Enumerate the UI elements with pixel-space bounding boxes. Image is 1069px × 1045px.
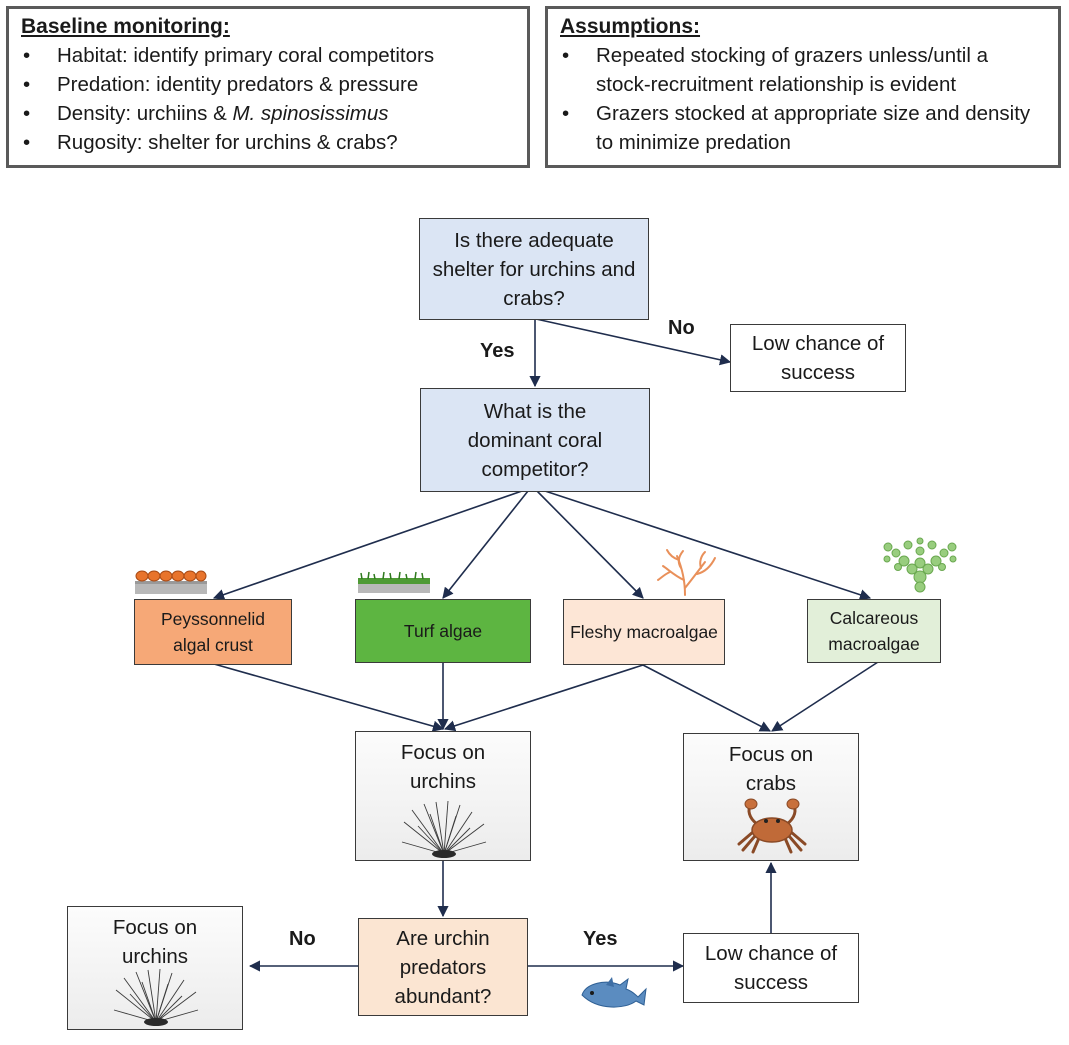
baseline-monitoring-title: Baseline monitoring: xyxy=(21,15,230,38)
focus-urchins-bottom-text: Focus on urchins xyxy=(112,916,198,968)
assumptions-title: Assumptions: xyxy=(560,15,701,38)
focus-urchins-node: Focus on urchins xyxy=(355,731,531,861)
peyssonnelid-node: Peyssonnelid algal crust xyxy=(134,599,292,665)
shelter-question-text: Is there adequate shelter for urchins an… xyxy=(432,228,636,310)
calcareous-macroalgae-text: Calcareous macroalgae xyxy=(828,608,920,654)
baseline-item-density-text: Density: urchiins & xyxy=(57,102,233,125)
fleshy-macroalgae-text: Fleshy macroalgae xyxy=(570,622,718,642)
assumption-item-grazer-size: Grazers stocked at appropriate size and … xyxy=(560,99,1048,157)
label-yes-shelter: Yes xyxy=(480,340,515,362)
low-chance-bottom-text: Low chance of success xyxy=(704,942,838,994)
arrow-to-fleshy xyxy=(536,490,644,599)
label-no-predators: No xyxy=(289,928,316,950)
turf-algae-text: Turf algae xyxy=(403,620,483,641)
baseline-item-rugosity: Rugosity: shelter for urchins & crabs? xyxy=(21,128,517,157)
baseline-monitoring-box: Baseline monitoring: Habitat: identify p… xyxy=(6,6,530,168)
label-no-shelter: No xyxy=(668,317,695,339)
arrow-to-calcareous xyxy=(544,490,872,601)
urchin-icon-bottom xyxy=(113,968,199,1026)
fleshy-macroalgae-node: Fleshy macroalgae xyxy=(563,599,725,665)
crust-icon xyxy=(135,570,207,594)
peyssonnelid-text: Peyssonnelid algal crust xyxy=(160,609,266,655)
triggerfish-icon xyxy=(581,977,647,1008)
turf-algae-node: Turf algae xyxy=(355,599,531,663)
turf-icon xyxy=(358,571,430,593)
assumption-item-stocking: Repeated stocking of grazers unless/unti… xyxy=(560,41,1048,99)
fleshy-algae-icon xyxy=(657,549,716,596)
density-species-name: M. spinosissimus xyxy=(232,102,389,125)
low-chance-top-node: Low chance of success xyxy=(730,324,906,392)
low-chance-bottom-node: Low chance of success xyxy=(683,933,859,1003)
baseline-item-predation: Predation: identity predators & pressure xyxy=(21,70,517,99)
baseline-item-habitat: Habitat: identify primary coral competit… xyxy=(21,41,517,70)
competitor-question-node: What is the dominant coral competitor? xyxy=(420,388,650,492)
arrow-to-peyssonnelid xyxy=(212,490,523,600)
focus-crabs-text: Focus on crabs xyxy=(728,743,814,795)
low-chance-top-text: Low chance of success xyxy=(751,332,885,384)
assumptions-box: Assumptions: Repeated stocking of grazer… xyxy=(545,6,1061,168)
focus-urchins-bottom-node: Focus on urchins xyxy=(67,906,243,1030)
baseline-item-density: Density: urchiins & M. spinosissimus xyxy=(21,99,517,128)
calcareous-macroalgae-node: Calcareous macroalgae xyxy=(807,599,941,663)
focus-urchins-text: Focus on urchins xyxy=(400,741,486,793)
arrow-fleshy-urchins xyxy=(443,664,644,732)
calcareous-algae-icon xyxy=(883,537,957,593)
assumptions-list: Repeated stocking of grazers unless/unti… xyxy=(560,41,1048,157)
arrow-fleshy-crabs xyxy=(642,664,771,732)
urchin-icon xyxy=(401,800,487,858)
competitor-question-text: What is the dominant coral competitor? xyxy=(467,399,603,481)
arrow-peyssonnelid-urchins xyxy=(213,663,445,732)
label-yes-predators: Yes xyxy=(583,928,618,950)
predator-question-node: Are urchin predators abundant? xyxy=(358,918,528,1016)
shelter-question-node: Is there adequate shelter for urchins an… xyxy=(419,218,649,320)
crab-icon xyxy=(737,798,807,854)
arrow-shelter-no xyxy=(535,318,732,366)
arrow-calcareous-crabs xyxy=(771,661,879,732)
predator-question-text: Are urchin predators abundant? xyxy=(394,926,492,1008)
arrow-to-turf xyxy=(442,490,529,599)
baseline-list: Habitat: identify primary coral competit… xyxy=(21,41,517,157)
